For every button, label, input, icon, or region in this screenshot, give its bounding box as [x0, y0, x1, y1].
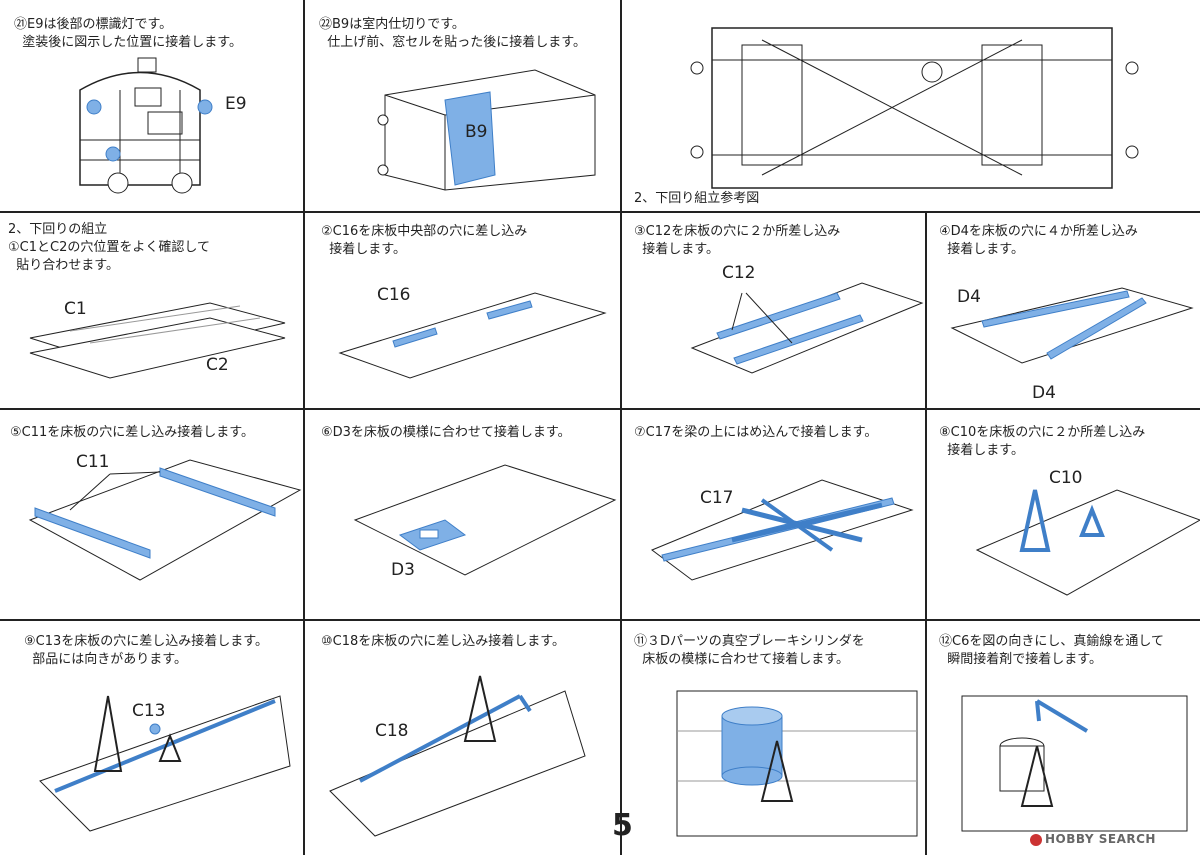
step-5: ⑤C11を床板の穴に差し込み接着します。 C11: [0, 410, 303, 619]
part-label: C13: [132, 701, 166, 721]
step-text: ⑪３Dパーツの真空ブレーキシリンダを 床板の模様に合わせて接着します。: [634, 634, 865, 667]
part-label: C16: [377, 285, 411, 305]
floor-plate-illustration: [975, 489, 1200, 596]
caboose-rear-illustration: [79, 57, 213, 194]
part-label: C17: [700, 488, 734, 508]
part-label: C18: [375, 721, 409, 741]
step-9: ⑨C13を床板の穴に差し込み接着します。 部品には向きがあります。 C13: [0, 621, 303, 855]
floor-plate-illustration: [650, 479, 914, 581]
step-text: 2、下回りの組立 ①C1とC2の穴位置をよく確認して 貼り合わせます。: [8, 222, 210, 273]
step-1: 2、下回りの組立 ①C1とC2の穴位置をよく確認して 貼り合わせます。 C1 C…: [0, 213, 303, 408]
step-2: ②C16を床板中央部の穴に差し込み 接着します。 C16: [305, 213, 620, 408]
grid-divider: [303, 0, 305, 619]
step-text: ⑦C17を梁の上にはめ込んで接着します。: [634, 425, 878, 440]
step-text: ⑫C6を図の向きにし、真鍮線を通して 瞬間接着剤で接着します。: [939, 634, 1164, 667]
underframe-detail-illustration: [39, 695, 291, 832]
interior-partition-illustration: [377, 69, 596, 191]
floor-plate-illustration: [353, 464, 617, 576]
step-text: ㉒B9は室内仕切りです。 仕上げ前、窓セルを貼った後に接着します。: [319, 17, 586, 50]
step-text: ⑨C13を床板の穴に差し込み接着します。 部品には向きがあります。: [24, 634, 268, 667]
step-text: ②C16を床板中央部の穴に差し込み 接着します。: [321, 224, 528, 257]
grid-divider: [0, 619, 1200, 621]
watermark-text: HOBBY SEARCH: [1045, 832, 1156, 846]
step-4: ④D4を床板の穴に４か所差し込み 接着します。 D4 D4: [927, 213, 1200, 408]
part-label: D4: [1032, 383, 1056, 403]
step-6: ⑥D3を床板の模様に合わせて接着します。 D3: [305, 410, 620, 619]
step-21: ㉑E9は後部の標識灯です。 塗装後に図示した位置に接着します。 E9: [0, 0, 303, 211]
part-label: C11: [76, 452, 110, 472]
part-label: C10: [1049, 468, 1083, 488]
step-text: ④D4を床板の穴に４か所差し込み 接着します。: [939, 224, 1138, 257]
step-10: ⑩C18を床板の穴に差し込み接着します。 C18: [305, 621, 620, 855]
part-label: C2: [206, 355, 229, 375]
step-8: ⑧C10を床板の穴に２か所差し込み 接着します。 C10: [927, 410, 1200, 619]
part-label: C12: [722, 263, 756, 283]
part-label: C1: [64, 299, 87, 319]
underframe-reference: 2、下回り組立参考図: [622, 0, 1200, 211]
grid-divider: [0, 408, 1200, 410]
watermark-logo-icon: [1030, 833, 1042, 846]
grid-divider: [620, 0, 622, 855]
step-text: ㉑E9は後部の標識灯です。 塗装後に図示した位置に接着します。: [14, 17, 242, 50]
step-22: ㉒B9は室内仕切りです。 仕上げ前、窓セルを貼った後に接着します。 B9: [305, 0, 620, 211]
underframe-reference-drawing: [690, 27, 1139, 189]
part-label: D4: [957, 287, 981, 307]
brake-lever-illustration: [961, 695, 1188, 832]
step-text: 2、下回り組立参考図: [634, 191, 760, 206]
step-text: ⑧C10を床板の穴に２か所差し込み 接着します。: [939, 425, 1146, 458]
brake-cylinder-illustration: [676, 690, 918, 837]
part-label: D3: [391, 560, 415, 580]
step-text: ⑩C18を床板の穴に差し込み接着します。: [321, 634, 565, 649]
step-11: ⑪３Dパーツの真空ブレーキシリンダを 床板の模様に合わせて接着します。: [622, 621, 925, 855]
floor-plate-illustration: [28, 459, 302, 581]
part-label: E9: [225, 94, 247, 114]
underframe-detail-illustration: [329, 675, 586, 837]
page-number: 5: [612, 808, 633, 843]
step-7: ⑦C17を梁の上にはめ込んで接着します。 C17: [622, 410, 925, 619]
grid-divider: [303, 619, 305, 855]
step-text: ⑥D3を床板の模様に合わせて接着します。: [321, 425, 571, 440]
part-label: B9: [465, 122, 488, 142]
step-text: ⑤C11を床板の穴に差し込み接着します。: [10, 425, 254, 440]
floor-plate-illustration: [29, 302, 286, 379]
step-12: ⑫C6を図の向きにし、真鍮線を通して 瞬間接着剤で接着します。: [927, 621, 1200, 855]
step-3: ③C12を床板の穴に２か所差し込み 接着します。 C12: [622, 213, 925, 408]
floor-plate-illustration: [950, 287, 1194, 364]
floor-plate-illustration: [690, 282, 924, 374]
grid-divider: [0, 211, 1200, 213]
floor-plate-illustration: [338, 292, 607, 379]
step-text: ③C12を床板の穴に２か所差し込み 接着します。: [634, 224, 841, 257]
watermark: HOBBY SEARCH: [1030, 832, 1156, 846]
grid-divider: [925, 211, 927, 855]
